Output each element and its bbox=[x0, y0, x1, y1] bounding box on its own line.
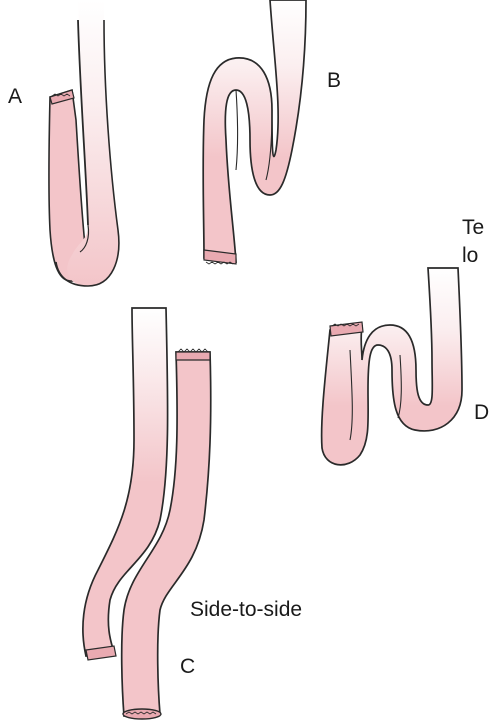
loop-d-body bbox=[322, 268, 462, 465]
label-b: B bbox=[327, 70, 341, 91]
label-a: A bbox=[8, 86, 22, 107]
label-d: D bbox=[474, 402, 489, 423]
label-c: C bbox=[180, 656, 195, 677]
loop-b bbox=[203, 0, 306, 264]
label-side-to-side: Side-to-side bbox=[190, 599, 302, 620]
loop-a bbox=[49, 0, 119, 286]
loop-d bbox=[322, 268, 462, 465]
label-cut-line-2: lo bbox=[462, 245, 478, 266]
loop-b-body bbox=[203, 0, 306, 262]
label-cut-line-1: Te bbox=[462, 217, 484, 238]
